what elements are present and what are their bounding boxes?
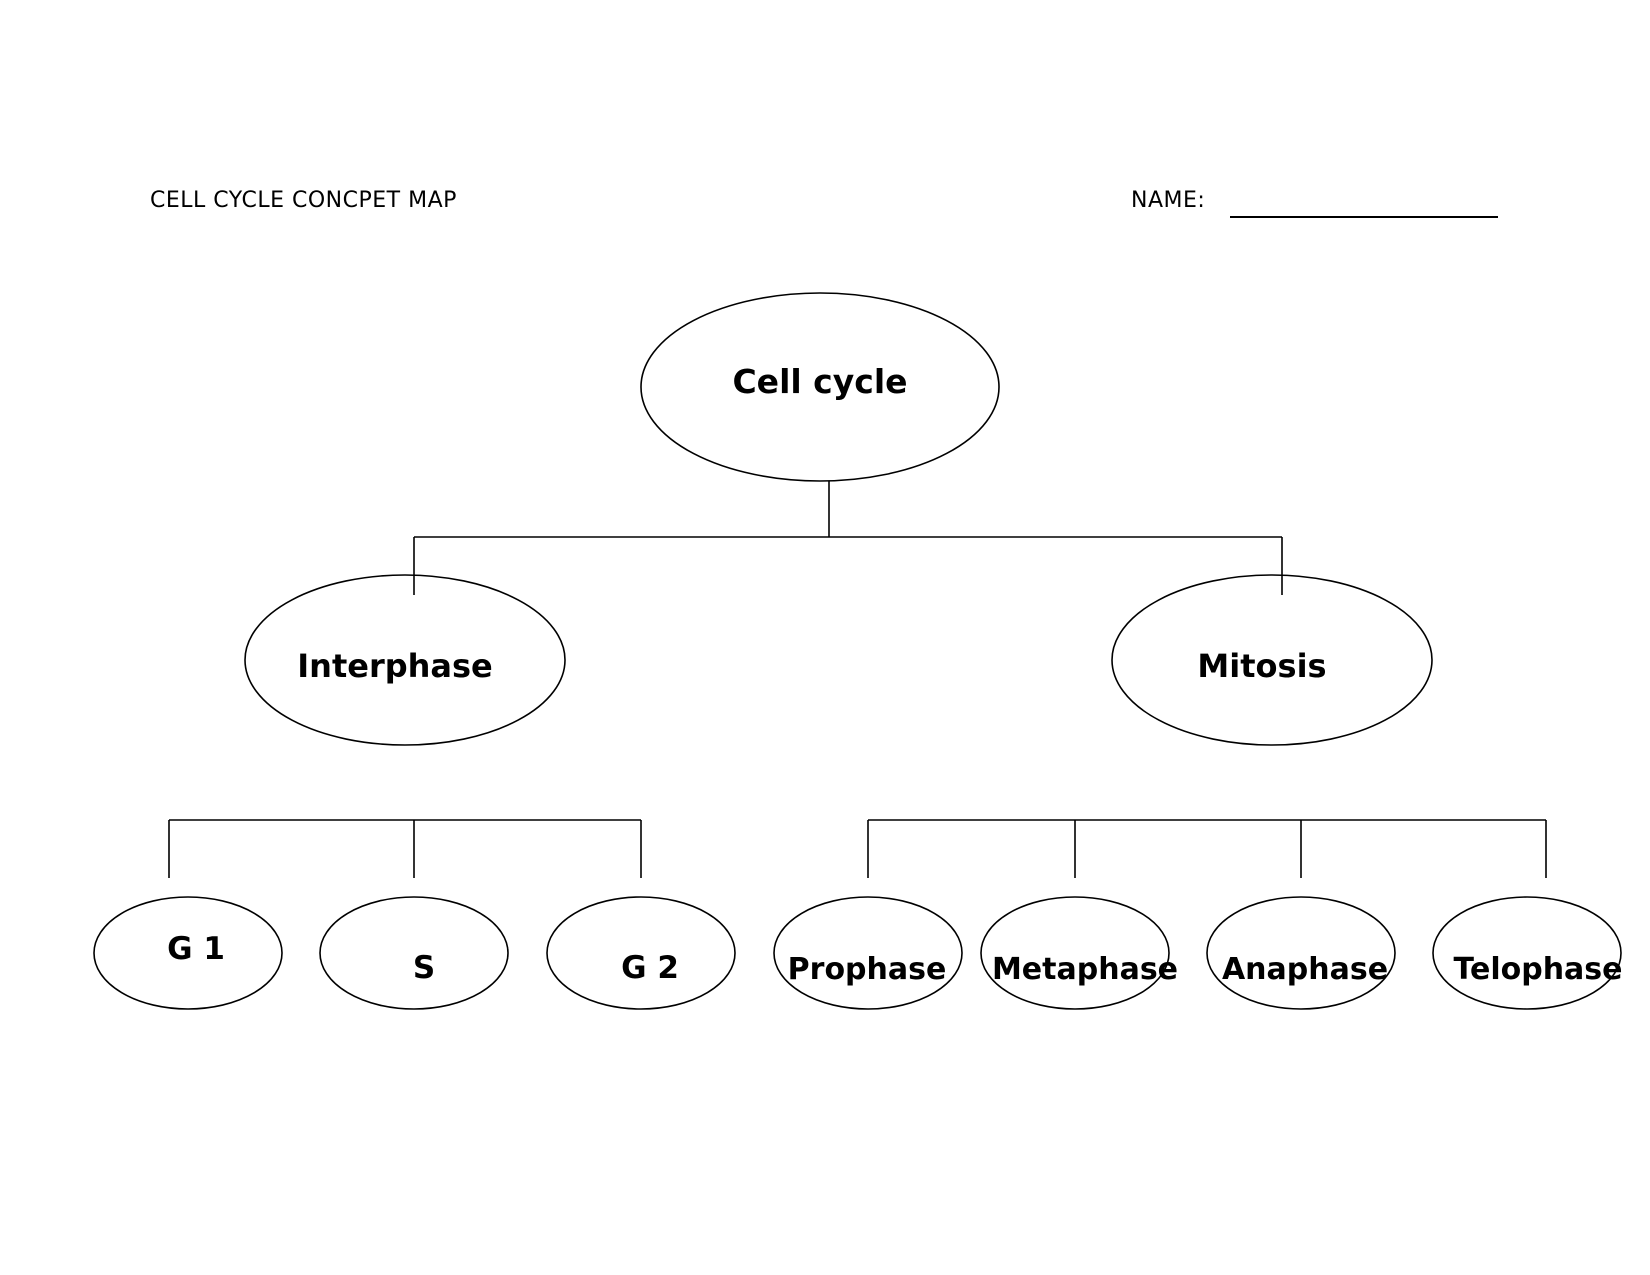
node-mitosis: Mitosis: [1111, 574, 1433, 746]
worksheet-title: CELL CYCLE CONCPET MAP: [150, 188, 457, 213]
connectors-interphase: [168, 819, 642, 878]
node-s: S: [319, 896, 509, 1010]
name-blank-line[interactable]: [1230, 216, 1498, 218]
node-prophase: Prophase: [773, 896, 963, 1010]
node-label-anaphase: Anaphase: [1222, 952, 1388, 987]
node-g2: G 2: [546, 896, 736, 1010]
node-label-prophase: Prophase: [788, 952, 947, 987]
node-telophase: Telophase: [1432, 896, 1623, 1010]
node-cell-cycle: Cell cycle: [640, 292, 1000, 482]
name-label: NAME:: [1131, 188, 1206, 213]
node-g1: G 1: [93, 896, 283, 1010]
connectors-root: [413, 481, 1283, 595]
node-label-telophase: Telophase: [1454, 952, 1623, 987]
node-interphase: Interphase: [244, 574, 566, 746]
node-label-g1: G 1: [167, 931, 225, 967]
node-label-cell-cycle: Cell cycle: [732, 362, 907, 401]
node-metaphase: Metaphase: [980, 896, 1178, 1010]
node-label-g2: G 2: [621, 950, 679, 986]
node-label-metaphase: Metaphase: [992, 952, 1178, 987]
node-label-s: S: [413, 950, 435, 986]
node-label-mitosis: Mitosis: [1197, 647, 1326, 685]
node-anaphase: Anaphase: [1206, 896, 1396, 1010]
node-label-interphase: Interphase: [297, 647, 493, 685]
connectors-mitosis: [867, 819, 1547, 878]
